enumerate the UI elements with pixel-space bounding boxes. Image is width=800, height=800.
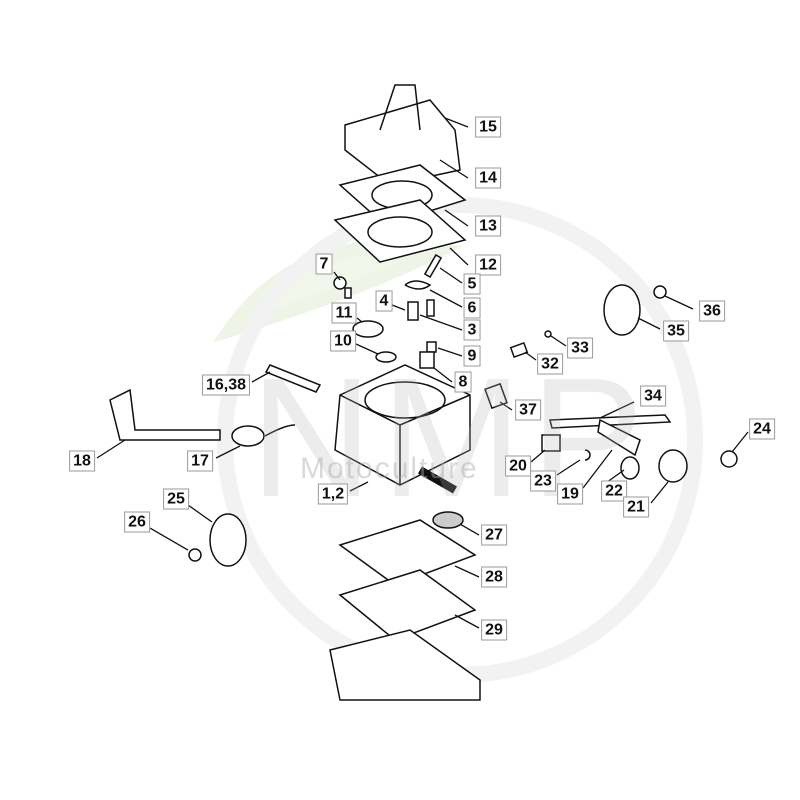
watermark-text: Motoculture	[300, 452, 479, 485]
part-plate	[338, 519, 477, 586]
callout-20: 20	[505, 455, 531, 477]
callout-3: 3	[463, 319, 481, 341]
callout-9: 9	[463, 345, 481, 367]
callout-10: 10	[330, 330, 356, 352]
callout-33: 33	[567, 337, 593, 359]
callout-26: 26	[124, 511, 150, 533]
watermark-logo: NMP	[250, 343, 652, 533]
part-gasket	[333, 199, 467, 263]
callout-12: 12	[475, 254, 501, 276]
part-carburetor-body	[334, 364, 471, 486]
callout-16-38: 16,38	[201, 374, 251, 396]
callout-36: 36	[699, 300, 725, 322]
callout-28: 28	[481, 566, 507, 588]
callout-1-2: 1,2	[317, 483, 349, 505]
part-cover	[344, 99, 461, 186]
callout-13: 13	[475, 215, 501, 237]
callout-22: 22	[601, 480, 627, 502]
callout-8: 8	[454, 371, 472, 393]
callout-5: 5	[463, 273, 481, 295]
callout-17: 17	[187, 450, 213, 472]
callout-14: 14	[475, 167, 501, 189]
callout-29: 29	[481, 619, 507, 641]
callout-25: 25	[163, 488, 189, 510]
callout-4: 4	[375, 290, 393, 312]
callout-19: 19	[557, 483, 583, 505]
callout-24: 24	[749, 418, 775, 440]
callout-27: 27	[481, 524, 507, 546]
parts	[109, 84, 738, 701]
callout-6: 6	[463, 297, 481, 319]
callout-37: 37	[515, 399, 541, 421]
callout-35: 35	[663, 320, 689, 342]
callout-32: 32	[537, 353, 563, 375]
part-lever	[109, 388, 221, 441]
callout-7: 7	[315, 253, 333, 275]
callout-23: 23	[530, 470, 556, 492]
leader-lines	[96, 117, 749, 629]
callout-18: 18	[69, 450, 95, 472]
callout-34: 34	[640, 385, 666, 407]
callout-15: 15	[475, 116, 501, 138]
callout-21: 21	[623, 496, 649, 518]
callout-11: 11	[331, 302, 357, 324]
